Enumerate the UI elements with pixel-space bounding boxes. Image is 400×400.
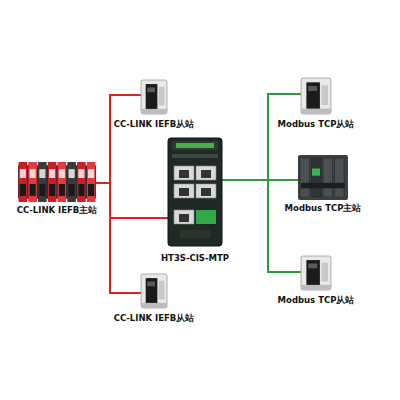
plc-module — [58, 162, 67, 202]
plc-body — [298, 155, 348, 200]
plc-terminal — [39, 184, 45, 196]
gateway-led-row — [172, 154, 218, 158]
plc-terminal — [30, 184, 36, 196]
power-terminal — [196, 210, 216, 224]
device-body — [141, 80, 167, 114]
network-cable — [222, 179, 298, 181]
network-device: Modbus TCP主站 — [298, 155, 348, 200]
device-body — [301, 78, 331, 114]
network-cable — [222, 94, 301, 180]
device-label: HT3S-CIS-MTP — [161, 254, 229, 263]
plc-module — [77, 162, 86, 202]
device-base — [141, 109, 167, 114]
gateway-body — [168, 138, 222, 246]
device-body — [141, 274, 167, 308]
device-illustration — [141, 274, 167, 308]
plc-terminal — [78, 184, 84, 196]
plc-module — [28, 162, 37, 202]
network-device: CC-LINK IEFB主站 — [18, 162, 96, 202]
network-cable — [96, 183, 168, 218]
device-label: CC-LINK IEFB主站 — [17, 206, 98, 215]
device-front — [306, 82, 320, 111]
device-front — [146, 278, 158, 305]
plc-panel — [39, 169, 45, 178]
plc-module — [67, 162, 76, 202]
device-base — [301, 285, 331, 290]
plc-panel — [20, 169, 26, 178]
device-illustration — [168, 138, 222, 246]
network-device: CC-LINK IEFB从站 — [141, 80, 167, 114]
plc-module — [48, 162, 57, 202]
plc-module — [323, 158, 333, 197]
plc-panel — [59, 169, 65, 178]
plc-module — [335, 158, 345, 197]
device-display — [147, 87, 155, 92]
plc-panel — [69, 169, 75, 178]
plc-panel — [30, 169, 36, 178]
plc-module — [87, 162, 96, 202]
plc-terminal — [49, 184, 55, 196]
gateway-logo-mark — [176, 143, 214, 148]
plc-terminal — [20, 184, 26, 196]
plc-panel — [88, 169, 94, 178]
device-label: CC-LINK IEFB从站 — [114, 314, 195, 323]
device-illustration — [301, 78, 331, 114]
port-socket — [179, 170, 189, 178]
ethernet-port — [174, 184, 194, 198]
device-illustration — [301, 256, 331, 290]
device-side — [321, 85, 328, 105]
device-body — [301, 256, 331, 290]
device-base — [301, 109, 331, 114]
device-display — [147, 281, 155, 286]
plc-module — [19, 162, 28, 202]
gateway-logo-strip — [172, 141, 218, 150]
device-illustration — [141, 80, 167, 114]
device-illustration — [18, 162, 96, 202]
gateway-device: HT3S-CIS-MTP — [168, 138, 222, 246]
port-socket — [179, 188, 189, 196]
ethernet-port — [196, 166, 216, 180]
network-device: Modbus TCP从站 — [301, 256, 331, 290]
device-illustration — [298, 155, 348, 200]
plc-terminal — [301, 183, 345, 188]
port-socket — [179, 214, 189, 222]
plc-panel — [49, 169, 55, 178]
device-label: Modbus TCP从站 — [278, 296, 355, 305]
gateway-vent — [180, 230, 210, 238]
device-display — [308, 263, 317, 268]
network-device: Modbus TCP从站 — [301, 78, 331, 114]
plc-terminal — [69, 184, 75, 196]
device-side — [159, 87, 165, 106]
port-socket — [201, 170, 211, 178]
device-display — [308, 86, 317, 91]
device-label: CC-LINK IEFB从站 — [114, 120, 195, 129]
device-side — [321, 263, 328, 282]
device-label: Modbus TCP从站 — [278, 120, 355, 129]
plc-module — [38, 162, 47, 202]
network-device: CC-LINK IEFB从站 — [141, 274, 167, 308]
ethernet-port — [196, 184, 216, 198]
plc-led-panel — [312, 169, 320, 176]
plc-terminal — [59, 184, 65, 196]
ethernet-port — [174, 210, 194, 224]
device-front — [306, 260, 320, 287]
network-cable — [110, 95, 168, 218]
device-label: Modbus TCP主站 — [285, 204, 362, 213]
network-cable — [222, 180, 301, 272]
plc-terminal — [88, 184, 94, 196]
device-base — [141, 303, 167, 308]
plc-module — [300, 158, 310, 197]
plc-panel — [78, 169, 84, 178]
device-front — [146, 84, 158, 111]
plc-module — [312, 158, 322, 197]
ethernet-port — [174, 166, 194, 180]
port-socket — [201, 188, 211, 196]
device-side — [159, 281, 165, 300]
